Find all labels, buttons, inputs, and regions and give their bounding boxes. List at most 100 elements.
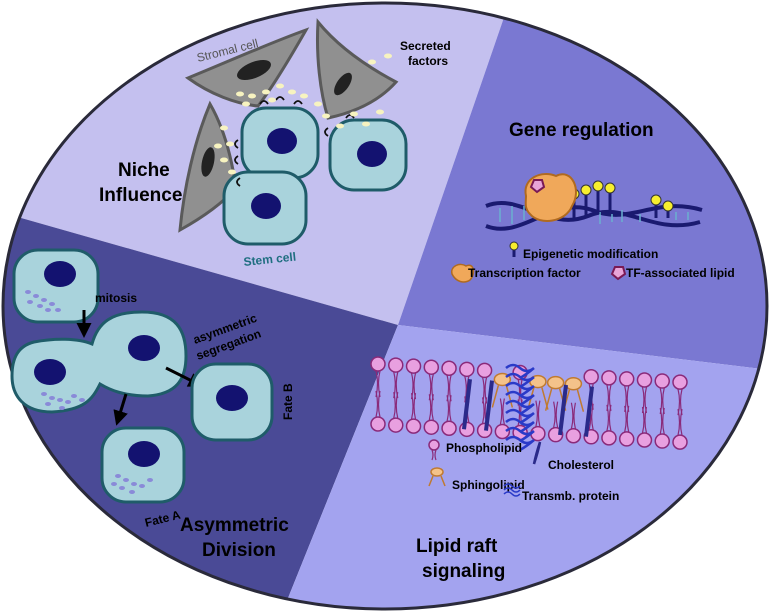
phospholipid-tail (553, 401, 559, 428)
secreted-factors-label: factors (408, 54, 448, 68)
stromal-nucleus (237, 59, 271, 81)
sphingolipid (546, 375, 565, 390)
phospholipid (654, 433, 670, 449)
phospholipid (618, 431, 635, 447)
phospholipid (672, 374, 688, 390)
phospholipid (370, 356, 386, 372)
protein-legend-label: Transmb. protein (522, 489, 619, 503)
epigenetic-legend-label: Epigenetic modification (523, 247, 658, 261)
lipid-legend: Phospholipid Cholesterol Sphingolipid Tr… (428, 439, 619, 503)
phospholipid (494, 423, 511, 440)
asymmetric-section: mitosis asymmetric segregation Fate B Fa… (10, 248, 295, 561)
phospholipid-tail (606, 404, 612, 432)
phospholipid (388, 357, 404, 373)
phospholipid-tail (624, 405, 630, 433)
phospholipid (636, 432, 653, 448)
phospholipid (618, 371, 635, 387)
phospholipid-tail (677, 408, 683, 436)
tf-lipid-shape (529, 179, 546, 194)
stromal-nucleus (334, 72, 352, 96)
cholesterol (462, 379, 472, 430)
niche-title: Niche (118, 160, 170, 181)
sphingolipid-legend-icon (430, 467, 444, 477)
phospholipid (388, 417, 404, 433)
phospholipid (636, 372, 653, 388)
phospholipid-tail (641, 406, 648, 434)
cholesterol-legend-label: Cholesterol (548, 458, 614, 472)
cholesterol (558, 384, 568, 436)
tf-legend-label: Transcription factor (468, 266, 581, 280)
tf-lipid-legend-icon (610, 266, 627, 281)
sphingolipid-legend-icon (428, 475, 446, 487)
gene-title: Gene regulation (509, 120, 654, 141)
phospholipid (530, 425, 546, 442)
phospholipid (405, 418, 422, 434)
epigenetic-marks (568, 180, 674, 218)
phospholipid (672, 434, 688, 450)
cholesterol-legend-icon (532, 441, 542, 465)
fate-b-nucleus (216, 385, 248, 411)
vesicles (25, 290, 61, 312)
tf-lipid-legend-label: TF-associated lipid (626, 266, 735, 280)
phospholipid (459, 361, 475, 378)
phospholipid-tail (499, 398, 505, 425)
tf-legend-icon (451, 263, 475, 283)
phospholipid-tail (446, 395, 452, 422)
parent-nucleus (44, 261, 76, 287)
epigenetic-legend-icon (509, 241, 519, 251)
mitosis-label: mitosis (95, 291, 137, 305)
secreted-factors (214, 53, 392, 175)
asymmetric-title: Asymmetric (180, 515, 289, 536)
phospholipid-tail (410, 393, 417, 420)
phospholipid (654, 373, 670, 389)
secreted-factors-label: Secreted (400, 39, 451, 53)
lipid-title: Lipid raft (416, 536, 498, 557)
lipid-section: Phospholipid Cholesterol Sphingolipid Tr… (370, 356, 688, 582)
fate-a-nucleus (128, 441, 160, 467)
asymmetric-title: Division (202, 540, 276, 561)
phospholipid (459, 421, 475, 438)
stem-nucleus (357, 141, 387, 167)
stromal-nucleus (201, 147, 215, 177)
phospholipid-tail (570, 402, 576, 429)
sphingolipid-tail (491, 385, 514, 408)
gene-section: Gene regulation (451, 120, 735, 283)
phospholipid-tail (375, 390, 381, 418)
daughter-nucleus (128, 335, 160, 361)
cholesterol (584, 386, 594, 437)
sphingolipid-legend-label: Sphingolipid (452, 478, 525, 492)
lipid-title: signaling (422, 561, 505, 582)
phospholipid-tail (428, 394, 434, 421)
phospholipid (601, 430, 617, 446)
phospholipid (601, 370, 617, 386)
niche-section: Stromal cell Secreted factors Stem cell … (99, 18, 451, 269)
phospholipid-legend-label: Phospholipid (446, 441, 522, 455)
phospholipid (441, 360, 457, 377)
transmembrane-protein (505, 363, 535, 452)
phospholipid-tail (393, 391, 399, 419)
phospholipid-tail (659, 407, 665, 435)
vesicles (111, 474, 153, 494)
cholesterol (484, 380, 494, 431)
vesicles (41, 392, 85, 410)
phospholipid (441, 420, 457, 437)
receptors (234, 96, 355, 187)
phospholipid-tail (535, 400, 541, 427)
phospholipid (370, 416, 386, 432)
phospholipid (423, 359, 440, 375)
gene-legend: Epigenetic modification Transcription fa… (451, 241, 735, 283)
protein-legend-icon (503, 483, 521, 497)
phospholipid (405, 358, 422, 374)
phospholipid (476, 362, 493, 379)
stem-nucleus (251, 193, 281, 219)
fate-b-label: Fate B (281, 383, 295, 420)
niche-title: Influence (99, 185, 182, 206)
phospholipid-legend-icon (431, 449, 437, 461)
phospholipid-legend-icon (428, 439, 440, 451)
daughter-nucleus (34, 359, 66, 385)
stem-cell-label: Stem cell (243, 250, 297, 269)
sphingolipid (564, 376, 583, 391)
phospholipid (565, 427, 582, 444)
